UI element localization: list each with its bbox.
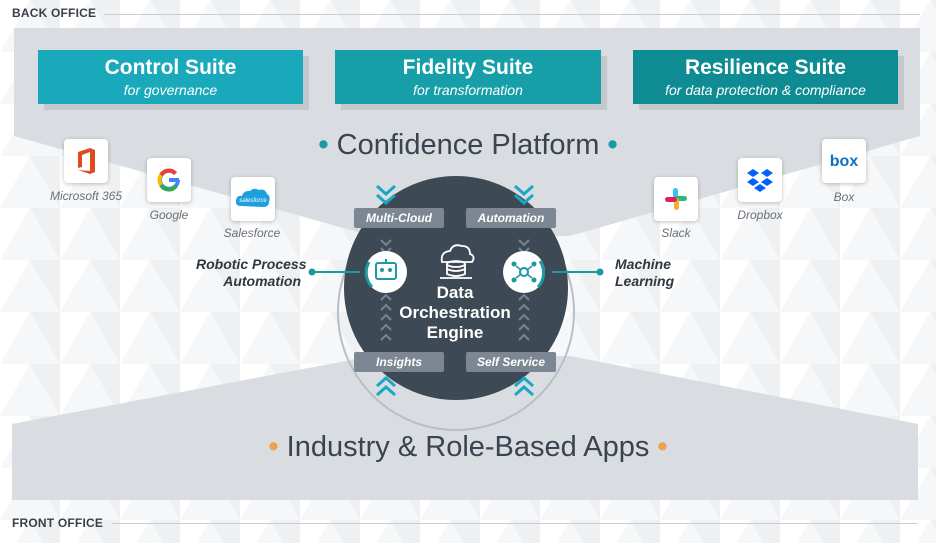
- front-office-panel: [12, 356, 918, 500]
- ml-label-line: Machine: [615, 256, 672, 272]
- salesforce-logo-text: salesforce: [239, 198, 267, 204]
- app-label: Google: [149, 208, 189, 222]
- suite-subtitle: for governance: [123, 82, 218, 98]
- bullet-dot: •: [657, 431, 668, 463]
- suite-title: Fidelity Suite: [402, 56, 534, 79]
- control-suite-card[interactable]: Control Suite for governance: [38, 50, 303, 104]
- slack-tile[interactable]: [654, 177, 698, 221]
- multi-cloud-pill: Multi-Cloud: [354, 208, 444, 228]
- bullet-dot: •: [318, 129, 329, 161]
- back-office-label: BACK OFFICE: [12, 6, 97, 20]
- app-label: Salesforce: [223, 226, 281, 240]
- microsoft-365-tile[interactable]: [64, 139, 108, 183]
- box-logo-text: box: [830, 153, 859, 170]
- google-icon: [157, 168, 180, 192]
- rpa-connector-dot: [308, 268, 316, 276]
- front-office-rule: [112, 523, 918, 524]
- box-tile[interactable]: box: [822, 139, 866, 183]
- app-label: Microsoft 365: [49, 189, 123, 203]
- ml-label-line: Learning: [615, 273, 675, 289]
- cloud-database-icon: [440, 244, 475, 279]
- back-office-rule: [104, 14, 920, 15]
- dropbox-tile[interactable]: [738, 158, 782, 202]
- rpa-label-line: Automation: [223, 273, 301, 289]
- ml-connector-dot: [596, 268, 604, 276]
- automation-pill: Automation: [466, 208, 556, 228]
- confidence-platform-title: • Confidence Platform •: [0, 128, 936, 162]
- chevron-down-icon: [376, 184, 534, 206]
- app-label: Slack: [661, 226, 691, 240]
- rpa-label: Robotic Process Automation: [196, 256, 307, 290]
- suite-title: Control Suite: [104, 56, 237, 79]
- salesforce-icon: salesforce: [235, 188, 270, 207]
- box-icon: box: [830, 153, 859, 170]
- resilience-suite-card[interactable]: Resilience Suite for data protection & c…: [633, 50, 898, 104]
- engine-line: Orchestration: [399, 303, 511, 322]
- app-label: Box: [833, 190, 855, 204]
- engine-line: Data: [436, 283, 474, 302]
- salesforce-tile[interactable]: salesforce: [231, 177, 275, 221]
- rpa-label-line: Robotic Process: [196, 256, 307, 272]
- fidelity-suite-card[interactable]: Fidelity Suite for transformation: [335, 50, 601, 104]
- slack-icon: [665, 188, 687, 210]
- suite-title: Resilience Suite: [684, 56, 847, 79]
- industry-apps-title: • Industry & Role-Based Apps •: [0, 430, 936, 464]
- app-label: Dropbox: [737, 208, 783, 222]
- bullet-dot: •: [268, 431, 279, 463]
- suite-subtitle: for transformation: [413, 82, 523, 98]
- insights-pill: Insights: [354, 352, 444, 372]
- google-tile[interactable]: [147, 158, 191, 202]
- apps-title-text: Industry & Role-Based Apps: [286, 431, 650, 463]
- suite-subtitle: for data protection & compliance: [665, 82, 866, 98]
- engine-disc: [344, 176, 568, 400]
- machine-learning-icon: [503, 251, 546, 293]
- rpa-icon: [364, 251, 407, 293]
- chevron-up-icon: [376, 375, 534, 397]
- machine-learning-label: Machine Learning: [615, 256, 674, 290]
- engine-title: Data Orchestration Engine: [380, 283, 530, 343]
- bullet-dot: •: [607, 129, 618, 161]
- engine-line: Engine: [426, 323, 484, 342]
- platform-title-text: Confidence Platform: [336, 129, 600, 161]
- front-office-label: FRONT OFFICE: [12, 516, 104, 530]
- dropbox-icon: [747, 169, 773, 192]
- self-service-pill: Self Service: [466, 352, 556, 372]
- office-icon: [78, 148, 95, 174]
